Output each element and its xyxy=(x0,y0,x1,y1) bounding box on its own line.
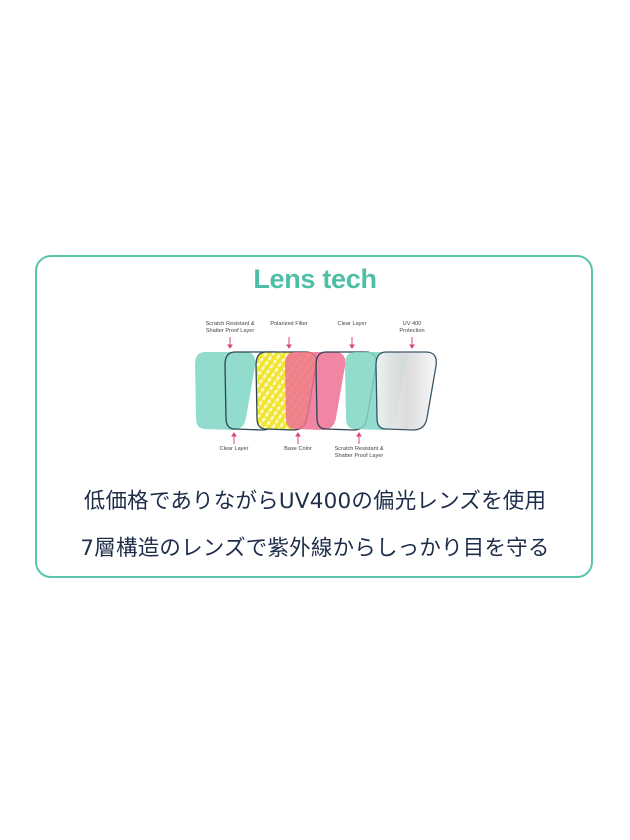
lens-layer-diagram: Scratch Resistant & Shatter Proof Layer … xyxy=(190,310,450,470)
lens-tech-card xyxy=(35,255,593,578)
uv400-protection-layer xyxy=(375,351,437,431)
section-title: Lens tech xyxy=(253,264,377,294)
label-arrows xyxy=(227,337,415,444)
label-scratch-resistant-bottom: Scratch Resistant & Shatter Proof Layer xyxy=(334,446,384,459)
label-clear-layer-top: Clear Layer xyxy=(337,321,367,327)
feature-text-2: 7層構造のレンズで紫外線からしっかり目を守る xyxy=(80,536,550,561)
label-base-color: Base Color xyxy=(284,446,312,452)
feature-text-1: 低価格でありながらUV400の偏光レンズを使用 xyxy=(83,489,547,514)
label-clear-layer-bottom: Clear Layer xyxy=(219,446,249,452)
base-color-layer xyxy=(285,352,346,430)
label-polarized-filter: Polarized Filter xyxy=(270,321,308,327)
label-uv400-protection: UV 400 Protection xyxy=(399,321,425,334)
label-scratch-resistant-top: Scratch Resistant & Shatter Proof Layer xyxy=(205,321,255,334)
